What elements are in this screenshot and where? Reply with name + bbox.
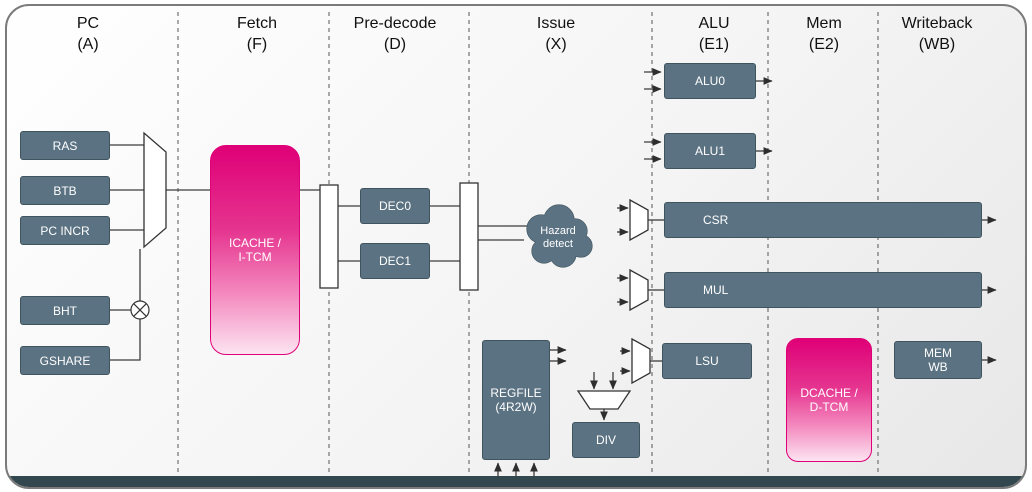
stage-header-predecode: Pre-decode (D): [340, 13, 450, 55]
stage-tag: (F): [246, 36, 268, 53]
csr-mux: [629, 198, 649, 242]
btb-block: BTB: [20, 176, 110, 205]
stage-tag: (E1): [698, 36, 730, 53]
pc-incr-block: PC INCR: [20, 216, 110, 245]
xor-gate: [130, 300, 150, 320]
stage-name: PC: [76, 15, 100, 32]
stage-header-issue: Issue (X): [516, 13, 596, 55]
div-mux: [576, 390, 632, 410]
hazard-detect-label: Hazard detect: [540, 225, 576, 250]
stage-tag: (A): [77, 36, 99, 53]
hazard-cloud: [526, 204, 593, 268]
pc-mux: [143, 131, 167, 249]
bht-block: BHT: [20, 296, 110, 325]
pipeline-register-fd: [319, 184, 339, 289]
dec0-block: DEC0: [360, 188, 430, 224]
stage-name: Fetch: [236, 15, 277, 32]
stage-header-fetch: Fetch (F): [217, 13, 297, 55]
stage-header-mem: Mem (E2): [784, 13, 864, 55]
decode-wires: [300, 189, 527, 262]
ras-block: RAS: [20, 131, 110, 160]
dec1-block: DEC1: [360, 243, 430, 279]
div-block: DIV: [572, 422, 640, 458]
lsu-mux: [631, 337, 651, 385]
stage-name: ALU: [698, 15, 730, 32]
alu1-block: ALU1: [664, 133, 756, 169]
dcache-block: DCACHE / D-TCM: [786, 338, 872, 462]
stage-name: Issue: [536, 15, 576, 32]
csr-block: CSR: [664, 202, 982, 238]
stage-tag: (D): [383, 36, 407, 53]
issue-wires: [494, 346, 617, 477]
icache-block: ICACHE / I-TCM: [210, 145, 300, 355]
stage-tag: (X): [545, 36, 567, 53]
pipeline-register-dx: [459, 182, 479, 291]
stage-header-writeback: Writeback (WB): [887, 13, 987, 55]
gshare-block: GSHARE: [20, 346, 110, 375]
stage-header-alu: ALU (E1): [674, 13, 754, 55]
regfile-block: REGFILE (4R2W): [482, 340, 550, 460]
pc-wires: [110, 144, 210, 361]
stage-tag: (WB): [918, 36, 956, 53]
stage-name: Writeback: [901, 15, 973, 32]
execute-wires: [617, 68, 997, 375]
alu0-block: ALU0: [664, 63, 756, 99]
mul-block: MUL: [664, 272, 982, 308]
stage-name: Mem: [806, 15, 842, 32]
footer-bar: [7, 476, 1025, 487]
stage-header-pc: PC (A): [48, 13, 128, 55]
mem-wb-block: MEM WB: [894, 341, 982, 379]
stage-name: Pre-decode: [353, 15, 437, 32]
mul-mux: [629, 268, 649, 312]
stage-tag: (E2): [808, 36, 840, 53]
lsu-block: LSU: [662, 343, 752, 379]
